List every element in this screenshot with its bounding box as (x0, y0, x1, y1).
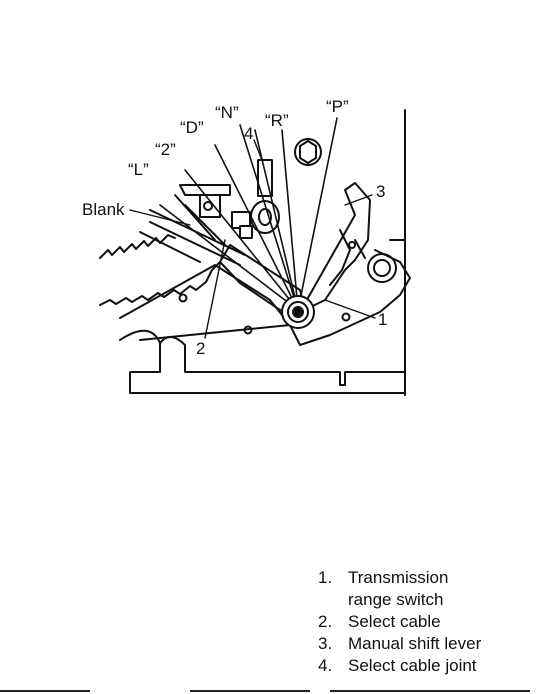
scan-edge-mark (0, 690, 90, 692)
lever-detent (329, 229, 366, 286)
right-bolt (367, 253, 397, 283)
leader-blank (129, 209, 191, 226)
upper-bolt (294, 138, 322, 166)
legend-text: Select cable (348, 612, 441, 631)
scan-edge-mark (330, 690, 530, 692)
lower-plate (119, 249, 411, 346)
leader-1 (324, 299, 376, 319)
bracket-bolt (203, 201, 213, 211)
hole-3 (341, 312, 351, 322)
label-2: “2” (155, 140, 176, 159)
cable-clip-2 (239, 225, 253, 239)
broken-edge-lower (99, 261, 221, 306)
pivot-shaft-mid (287, 301, 309, 323)
housing-right-edge (389, 109, 406, 396)
position-lines (159, 117, 338, 311)
legend-item-2: 2. Select cable (318, 611, 538, 633)
hole-4 (348, 241, 356, 249)
scan-edge-mark (190, 690, 310, 692)
callout-2: 2 (196, 339, 205, 358)
legend-text: Select cable joint (348, 656, 477, 675)
housing-bottom-curve (119, 329, 161, 344)
cable-joint-inner (258, 208, 272, 226)
hole-2 (243, 325, 253, 335)
label-blank: Blank (82, 200, 125, 219)
housing-base (129, 336, 406, 394)
legend-number: 2. (318, 612, 333, 631)
label-P: “P” (326, 97, 349, 116)
legend-item-1: 1. Transmission range switch (318, 567, 538, 611)
legend-item-3: 3. Manual shift lever (318, 633, 538, 655)
callout-3: 3 (376, 182, 385, 201)
legend-number: 4. (318, 656, 333, 675)
hole-1 (178, 293, 188, 303)
legend-text: Transmission range switch (348, 568, 449, 609)
select-cable (139, 209, 246, 266)
leader-4 (253, 139, 263, 161)
callout-4: 4 (244, 124, 253, 143)
leader-2 (204, 239, 226, 339)
lower-plate-inner (139, 324, 291, 341)
legend-text: Manual shift lever (348, 634, 482, 653)
label-D: “D” (180, 118, 204, 137)
cable-bracket-block (199, 194, 221, 218)
label-L: “L” (128, 160, 149, 179)
legend: 1. Transmission range switch 2. Select c… (318, 567, 538, 677)
leader-3 (344, 194, 373, 206)
label-R: “R” (265, 111, 289, 130)
broken-edge-upper (99, 234, 176, 259)
callout-1: 1 (378, 310, 387, 329)
legend-number: 3. (318, 634, 333, 653)
pivot-shaft-inner (292, 306, 304, 318)
cable-bracket (174, 184, 231, 246)
label-N: “N” (215, 103, 239, 122)
legend-number: 1. (318, 568, 333, 587)
legend-item-4: 4. Select cable joint (318, 655, 538, 677)
